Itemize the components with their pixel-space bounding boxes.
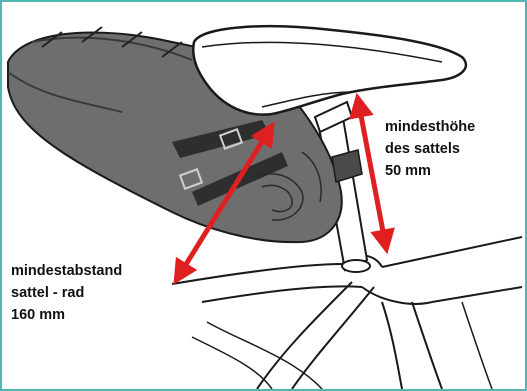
min-distance-line1: mindestabstand [11,260,122,282]
min-distance-line2: sattel - rad [11,282,122,304]
min-distance-label: mindestabstand sattel - rad 160 mm [11,260,122,326]
height-arrow [359,105,385,242]
min-distance-value: 160 mm [11,304,122,326]
min-saddle-height-line1: mindesthöhe [385,116,475,138]
min-saddle-height-label: mindesthöhe des sattels 50 mm [385,116,475,182]
min-saddle-height-line2: des sattels [385,138,475,160]
min-saddle-height-value: 50 mm [385,160,475,182]
saddle [193,26,466,114]
